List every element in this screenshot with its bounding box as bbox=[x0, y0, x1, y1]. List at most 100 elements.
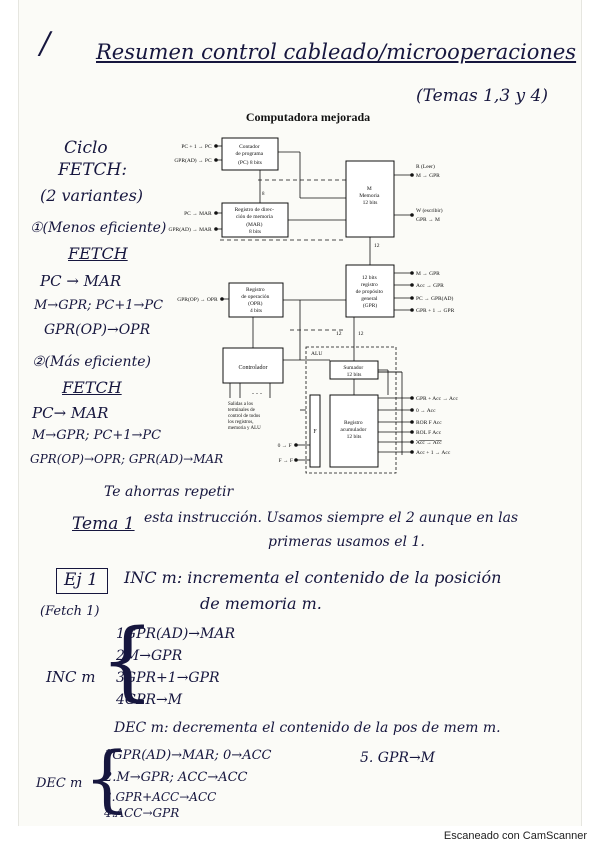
gpr-label-4: general bbox=[361, 296, 378, 302]
mar-label-4: 8 bits bbox=[249, 229, 261, 235]
dec-step-5: 5. GPR→M bbox=[360, 750, 436, 766]
signal-f-f: F → F bbox=[279, 458, 293, 464]
fetch-heading: FETCH: bbox=[58, 160, 128, 180]
opr-label-2: de operación bbox=[241, 294, 269, 300]
fetch-1-step-2: M→GPR; PC+1→PC bbox=[34, 298, 164, 313]
signal-gprop-opr: GPR(OP) → OPR bbox=[177, 296, 218, 303]
ej1-description-1: INC m: incrementa el contenido de la pos… bbox=[124, 568, 502, 587]
adder-label-2: 12 bits bbox=[347, 372, 362, 378]
tema-heading: Tema 1 bbox=[72, 514, 135, 534]
page-subtitle: (Temas 1,3 y 4) bbox=[416, 86, 548, 106]
signal-gprad-mar: GPR(AD) → MAR bbox=[169, 226, 212, 233]
gpr-label-1: 12 bits bbox=[362, 275, 377, 281]
ej1-box bbox=[56, 568, 108, 594]
inc-step-3: 3GPR+1→GPR bbox=[116, 670, 220, 686]
signal-acc-gpr: Acc → GPR bbox=[416, 283, 444, 289]
opr-label-3: (OPR) bbox=[248, 300, 263, 307]
controller-label: Controlador bbox=[239, 365, 268, 371]
signal-m-gpr-1: M → GPR bbox=[416, 173, 440, 179]
diagram-title: Computadora mejorada bbox=[246, 110, 370, 124]
signal-read: R (Leer) bbox=[416, 163, 435, 170]
svg-text:. . .: . . . bbox=[252, 387, 262, 396]
fetch-2-step-2: M→GPR; PC+1→PC bbox=[32, 428, 162, 443]
inc-brace: { bbox=[100, 611, 155, 711]
variants-label: (2 variantes) bbox=[40, 186, 144, 205]
bus-label-3: 12 bbox=[336, 331, 342, 337]
ej1-description-2: de memoria m. bbox=[200, 594, 322, 613]
svg-text:R (Leer) M → GPR W (es: R (Leer) M → GPR W (escribir) GPR → M M … bbox=[416, 163, 459, 456]
svg-text:PC + 1 → PC GPR(AD) → PC: PC + 1 → PC GPR(AD) → PC PC → MAR GPR(AD… bbox=[169, 144, 293, 464]
adder-label-1: Sumador bbox=[343, 365, 363, 371]
mar-label-2: ción de memoria bbox=[236, 214, 274, 220]
svg-text:12 bits registro de pr: 12 bits registro de propósito general (G… bbox=[356, 275, 385, 309]
opr-box bbox=[228, 282, 284, 318]
inc-step-4: 4GPR→M bbox=[116, 692, 183, 708]
pc-label-2: de programa bbox=[235, 151, 263, 157]
note-saves-line-3: primeras usamos el 1. bbox=[268, 534, 425, 550]
svg-text:M Memoria 12 bits: M Memoria 12 bits bbox=[359, 186, 381, 206]
memory-label-1: M bbox=[367, 186, 372, 192]
svg-text:Salidas a los terminales d: Salidas a los terminales de control de t… bbox=[228, 402, 261, 431]
variant-1-label: ①(Menos eficiente) bbox=[30, 220, 167, 236]
memory-box bbox=[345, 160, 395, 238]
controller-note-1: Salidas a los bbox=[228, 402, 253, 407]
fetch-2-step-3: GPR(OP)→OPR; GPR(AD)→MAR bbox=[30, 452, 224, 466]
signal-write: W (escribir) bbox=[416, 207, 443, 214]
signal-acc-inc: Acc + 1 → Acc bbox=[416, 450, 451, 456]
inc-label: INC m bbox=[46, 668, 96, 686]
dec-step-1: 1GPR(AD)→MAR; 0→ACC bbox=[104, 748, 272, 763]
acc-label-1: Registro bbox=[344, 420, 363, 426]
memory-label-3: 12 bits bbox=[363, 200, 378, 206]
dec-brace: { bbox=[84, 736, 130, 820]
fetch-1-step-3: GPR(OP)→OPR bbox=[44, 322, 151, 338]
controller-box bbox=[222, 347, 284, 384]
computer-diagram: Computadora mejorada Contador de program… bbox=[169, 110, 459, 474]
signal-zero-acc: 0 → Acc bbox=[416, 408, 436, 414]
controller-note-4: los registros, bbox=[228, 420, 254, 425]
dec-label: DEC m bbox=[36, 776, 83, 791]
pen-mark: / bbox=[40, 26, 51, 61]
f-box bbox=[309, 394, 321, 468]
gpr-label-2: registro bbox=[361, 282, 378, 288]
pc-label-3: (PC) 8 bits bbox=[238, 159, 262, 166]
fetch-1-step-1: PC → MAR bbox=[40, 272, 122, 290]
dec-description: DEC m: decrementa el contenido de la pos… bbox=[114, 720, 501, 736]
gpr-label-3: de propósito bbox=[356, 289, 384, 295]
ej1-label: Ej 1 bbox=[64, 570, 98, 590]
signal-pc-inc: PC + 1 → PC bbox=[181, 144, 212, 150]
signal-m-gpr-2: M → GPR bbox=[416, 271, 440, 277]
fetch-1-heading: FETCH bbox=[68, 244, 128, 263]
opr-label-1: Registro bbox=[246, 287, 265, 293]
signal-acc-not: Acc → Acc bbox=[416, 440, 442, 446]
f-label: F bbox=[313, 429, 317, 435]
controller-note-5: memoria y ALU bbox=[228, 426, 261, 431]
signal-gpr-inc: GPR + 1 → GPR bbox=[416, 308, 455, 314]
svg-text:Registro acumulador 12: Registro acumulador 12 bits bbox=[340, 420, 367, 440]
dec-step-3: 3.GPR+ACC→ACC bbox=[104, 790, 217, 804]
memory-label-2: Memoria bbox=[359, 193, 380, 199]
pc-label-1: Contador bbox=[239, 144, 260, 150]
fetch-reference: (Fetch 1) bbox=[40, 604, 100, 619]
signal-rol: ROL F Acc bbox=[416, 430, 442, 436]
acc-box bbox=[329, 394, 379, 468]
controller-note-2: terminales de bbox=[228, 408, 256, 413]
acc-label-3: 12 bits bbox=[347, 434, 362, 440]
gpr-label-5: (GPR) bbox=[363, 302, 378, 309]
svg-text:Registro de direc- ción de: Registro de direc- ción de memoria (MAR)… bbox=[235, 207, 276, 235]
controller-note-3: control de todos bbox=[228, 414, 260, 419]
svg-text:Registro de operación: Registro de operación (OPR) 4 bits bbox=[241, 287, 271, 314]
signal-gpr-m: GPR → M bbox=[416, 217, 440, 223]
ciclo-label: Ciclo bbox=[64, 138, 108, 158]
acc-label-2: acumulador bbox=[340, 427, 366, 433]
signal-zero-f: 0 → F bbox=[278, 443, 292, 449]
signal-gprad-pc: GPR(AD) → PC bbox=[174, 157, 212, 164]
opr-label-4: 4 bits bbox=[250, 308, 262, 314]
page-title: Resumen control cableado/microoperacione… bbox=[96, 40, 577, 64]
inc-step-2: 2M→GPR bbox=[116, 648, 183, 664]
variant-2-label: ②(Más eficiente) bbox=[32, 354, 151, 370]
dec-step-4: 4.ACC→GPR bbox=[104, 806, 180, 820]
signal-ror: ROR F Acc bbox=[416, 420, 442, 426]
svg-text:Contador de programa (: Contador de programa (PC) 8 bits bbox=[235, 144, 264, 166]
signal-pc-gprad: PC → GPR(AD) bbox=[416, 295, 453, 302]
fetch-2-heading: FETCH bbox=[62, 378, 122, 397]
